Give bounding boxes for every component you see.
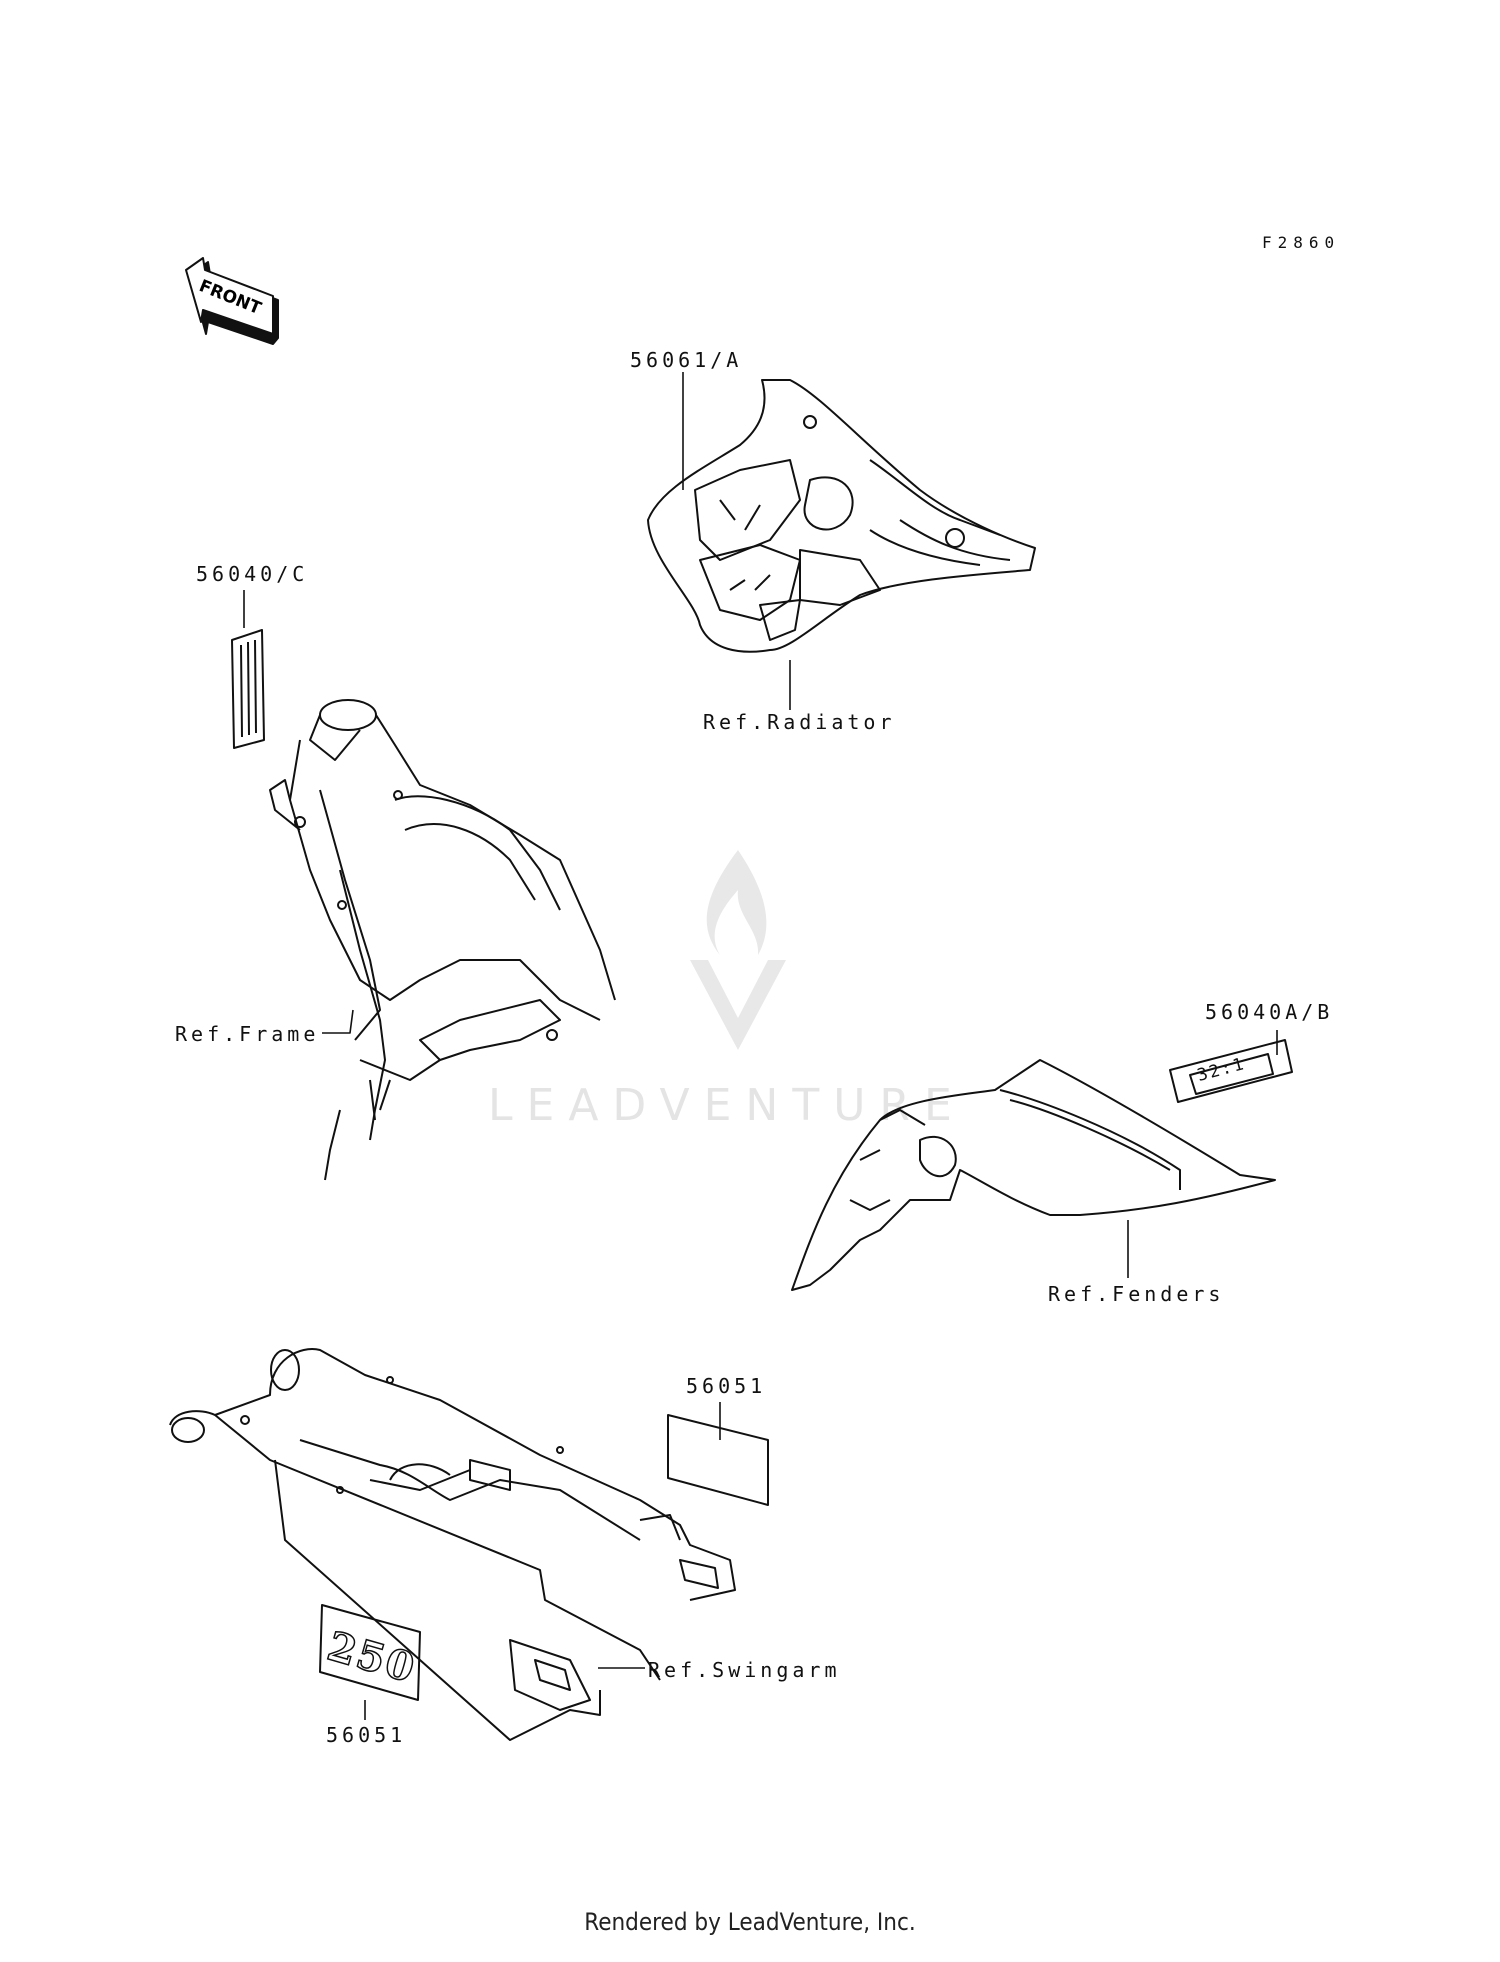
label-ref-frame: Ref.Frame	[175, 1022, 320, 1046]
fender-drawing	[791, 1059, 1276, 1291]
decal-250-drawing	[319, 1604, 421, 1701]
front-arrow-icon	[185, 257, 279, 345]
label-56051-bottom: 56051	[326, 1723, 407, 1747]
label-56061A: 56061/A	[630, 348, 743, 372]
watermark-text: LEADVENTURE	[488, 1080, 966, 1131]
decal-56051-top-drawing	[667, 1414, 769, 1506]
label-56040C: 56040/C	[196, 562, 309, 586]
frame-drawing	[269, 699, 616, 1181]
label-56051-top: 56051	[686, 1374, 767, 1398]
label-ref-fenders: Ref.Fenders	[1048, 1282, 1225, 1306]
leader-lines	[243, 372, 1278, 1720]
label-56040AB: 56040A/B	[1205, 1000, 1334, 1024]
diagram-code: F2860	[1262, 233, 1341, 252]
footer-credit: Rendered by LeadVenture, Inc.	[584, 1908, 916, 1936]
label-ref-radiator: Ref.Radiator	[703, 710, 896, 734]
decal-56040AB-drawing	[1169, 1039, 1293, 1103]
label-ref-swingarm: Ref.Swingarm	[648, 1658, 841, 1682]
radiator-shroud-drawing	[647, 379, 1036, 653]
swingarm-drawing	[169, 1348, 736, 1741]
decal-56040C-drawing	[231, 629, 265, 749]
